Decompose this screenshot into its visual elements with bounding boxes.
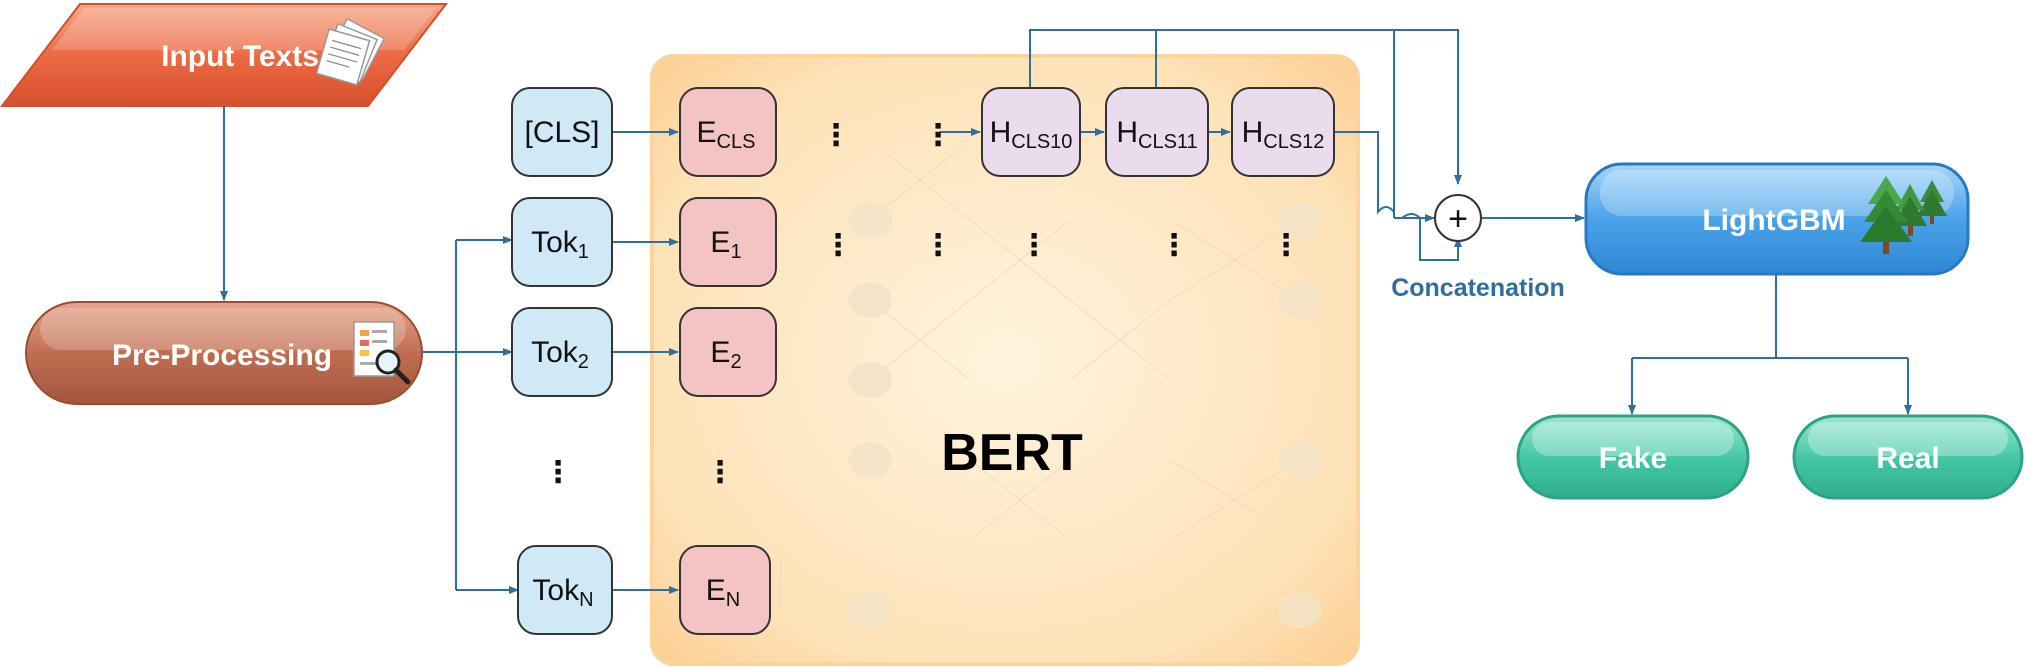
embedding-cls-label: ECLS — [697, 116, 756, 153]
token-ellipsis: ⋮ — [543, 456, 573, 489]
bert-layer-ellipses: ⋮ ⋮ ⋮ ⋮ ⋮ ⋮ ⋮ — [821, 119, 1301, 262]
line-hcls10-to-concat — [1029, 29, 1462, 185]
token-boxes: [CLS] Tok1 Tok2 ⋮ TokN — [511, 87, 613, 635]
line-hcls12-to-concat — [1334, 131, 1458, 261]
concat-plus-icon: + — [1448, 200, 1468, 238]
lightgbm-label: LightGBM — [1702, 204, 1845, 237]
fake-output-node: Fake — [1516, 414, 1750, 500]
input-texts-label: Input Texts — [161, 40, 319, 73]
embedding-box-2: E2 — [679, 307, 777, 397]
embedding-box-1: E1 — [679, 197, 777, 287]
bert-block: BERT — [650, 54, 1360, 666]
token-2-label: Tok2 — [531, 336, 589, 373]
token-1-label: Tok1 — [531, 226, 589, 263]
connectors — [220, 29, 1912, 594]
real-label: Real — [1876, 442, 1939, 475]
real-output-node: Real — [1792, 414, 2024, 500]
lightgbm-node: LightGBM — [1584, 162, 1970, 276]
token-n-label: TokN — [532, 574, 593, 611]
layer-ellipsis: ⋮ — [923, 119, 953, 152]
embedding-boxes: ECLS E1 E2 ⋮ EN — [679, 87, 777, 635]
hidden-box-cls11: HCLS11 — [1105, 87, 1209, 177]
document-magnifier-icon — [353, 321, 411, 385]
hidden-cls10-label: HCLS10 — [990, 116, 1073, 153]
input-texts-node: Input Texts — [0, 3, 449, 107]
preprocessing-node: Pre-Processing — [25, 301, 423, 405]
hidden-box-cls12: HCLS12 — [1231, 87, 1335, 177]
layer-ellipsis: ⋮ — [923, 229, 953, 262]
embedding-2-label: E2 — [710, 336, 741, 373]
bert-label: BERT — [941, 424, 1083, 482]
token-box-n: TokN — [517, 545, 613, 635]
token-box-cls: [CLS] — [511, 87, 613, 177]
layer-ellipsis: ⋮ — [1271, 229, 1301, 262]
embedding-box-cls: ECLS — [679, 87, 777, 177]
hidden-cls11-label: HCLS11 — [1116, 116, 1197, 153]
preprocessing-label: Pre-Processing — [112, 339, 332, 372]
documents-stack-icon — [315, 17, 386, 86]
concat-circle — [1434, 194, 1482, 242]
hidden-box-cls10: HCLS10 — [981, 87, 1081, 177]
layer-ellipsis: ⋮ — [821, 119, 851, 152]
fake-label: Fake — [1599, 442, 1667, 475]
hidden-state-boxes: HCLS10 HCLS11 HCLS12 — [981, 87, 1335, 177]
concatenation-label: Concatenation — [1391, 274, 1565, 302]
concatenation-node: + Concatenation — [1391, 194, 1565, 302]
embedding-1-label: E1 — [710, 226, 741, 263]
layer-ellipsis: ⋮ — [823, 229, 853, 262]
embedding-n-label: EN — [706, 574, 740, 611]
hidden-cls12-label: HCLS12 — [1242, 116, 1325, 153]
layer-ellipsis: ⋮ — [1159, 229, 1189, 262]
token-box-2: Tok2 — [511, 307, 613, 397]
token-cls-label: [CLS] — [524, 116, 599, 149]
layer-ellipsis: ⋮ — [1019, 229, 1049, 262]
embedding-box-n: EN — [679, 545, 771, 635]
pine-trees-icon — [1860, 176, 1947, 254]
token-box-1: Tok1 — [511, 197, 613, 287]
embedding-ellipsis: ⋮ — [705, 456, 735, 489]
